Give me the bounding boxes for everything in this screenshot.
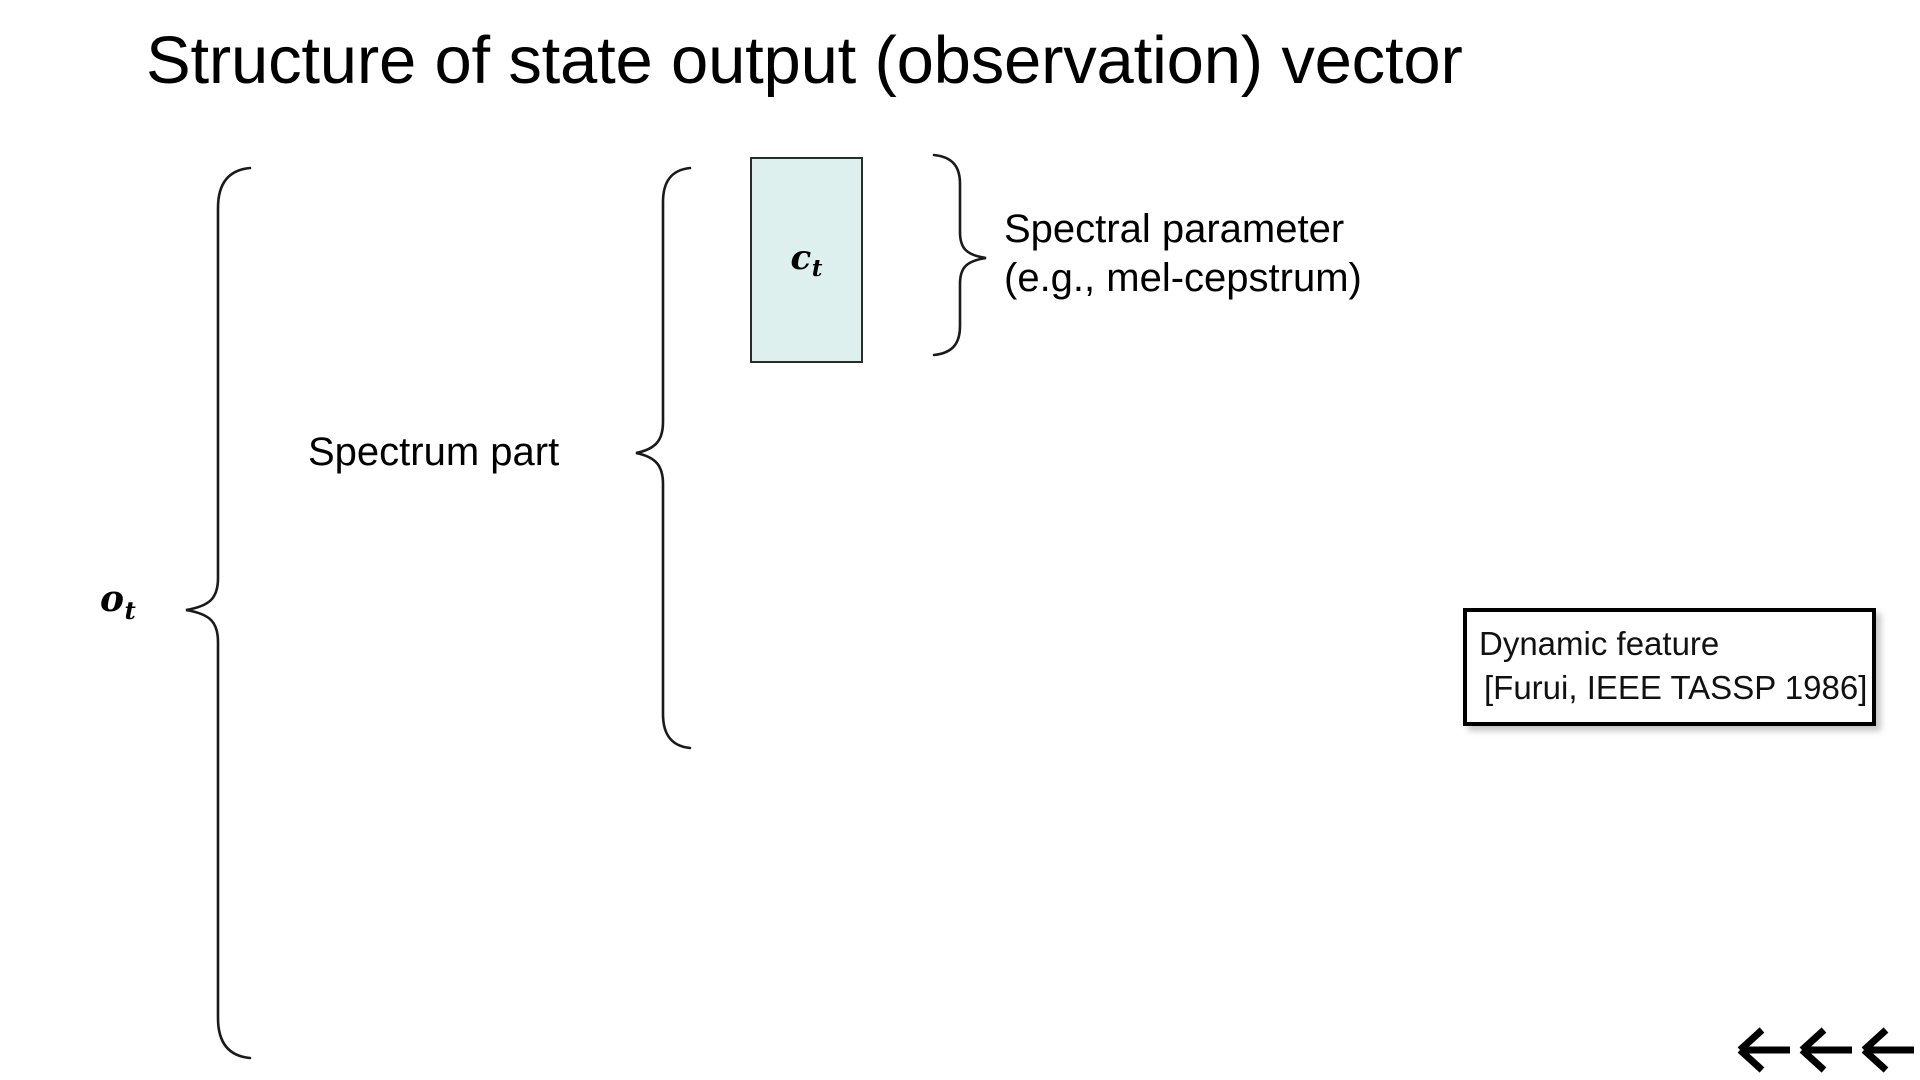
observation-vector-symbol: ot	[100, 578, 136, 625]
back-arrow-3[interactable]	[1861, 1027, 1914, 1073]
ct-symbol-base: c	[790, 237, 812, 278]
spectrum-part-label: Spectrum part	[308, 430, 560, 474]
ct-symbol-subscript: t	[811, 255, 823, 283]
ct-coefficient-block: ct	[750, 157, 863, 363]
observation-vector-brace	[185, 166, 252, 1060]
dynamic-feature-citation: [Furui, IEEE TASSP 1986]	[1484, 668, 1868, 706]
spectrum-part-brace	[635, 166, 692, 750]
ct-block-symbol: ct	[752, 238, 861, 282]
dynamic-feature-title: Dynamic feature	[1479, 625, 1720, 662]
dynamic-feature-callout: Dynamic feature [Furui, IEEE TASSP 1986]	[1463, 608, 1876, 726]
observation-vector-symbol-base: o	[100, 578, 125, 620]
observation-vector-symbol-subscript: t	[124, 595, 136, 625]
spectral-parameter-line-1: Spectral parameter	[1004, 207, 1345, 251]
back-arrow-1[interactable]	[1737, 1027, 1790, 1073]
spectral-parameter-brace	[932, 153, 987, 357]
spectral-parameter-annotation: Spectral parameter (e.g., mel-cepstrum)	[1004, 205, 1362, 303]
back-arrow-2[interactable]	[1799, 1027, 1852, 1073]
spectral-parameter-line-2: (e.g., mel-cepstrum)	[1004, 255, 1362, 300]
page-title: Structure of state output (observation) …	[146, 23, 1463, 98]
